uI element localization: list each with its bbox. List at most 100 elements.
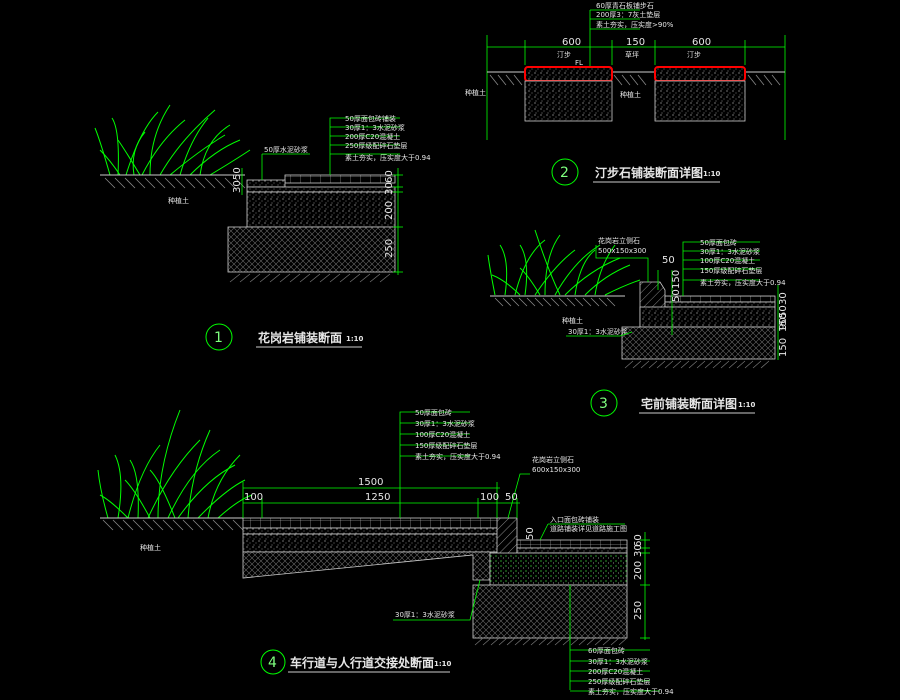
curb-note-4: 花岗岩立侧石 (532, 455, 574, 464)
dims-2 (486, 35, 786, 140)
layer-note-1-2: 200厚C20混凝土 (345, 132, 400, 141)
dim-3-2: 150 (671, 270, 682, 289)
road-concrete-4 (489, 552, 628, 586)
dim-1-4: 200 (384, 201, 395, 220)
label-2-0: 汀步 (557, 51, 571, 59)
edge-note-1: 50厚水泥砂浆 (264, 145, 308, 154)
dim-1-3: 60 (384, 170, 395, 183)
soil-label-3: 种植土 (562, 316, 583, 325)
mortar-note-3: 30厚1：3水泥砂浆 (568, 327, 628, 336)
curb-dim-4: 50 (525, 527, 536, 540)
layer-note-4-0: 50厚面包砖 (415, 408, 452, 417)
dim-1-0: 30 (232, 180, 243, 193)
layer-note-4-3: 150厚级配碎石垫层 (415, 441, 477, 450)
dim-3-1: 50 (671, 289, 682, 302)
detail-number-circle-2 (551, 158, 579, 186)
lime-soil-left (524, 80, 613, 122)
layer-note-4-2: 100厚C20混凝土 (415, 430, 470, 439)
road-mortar-4 (516, 547, 628, 554)
title-2: 汀步石铺装断面详图 (595, 165, 703, 180)
dim-3-7: 150 (778, 338, 789, 357)
subgrade-1 (229, 273, 391, 283)
layer-note-3-0: 50厚面包砖 (700, 238, 737, 247)
stepping-stone-right (654, 66, 746, 82)
label-2-3: 种植土 (465, 88, 486, 97)
gravel-4 (242, 551, 491, 581)
title-3: 宅前铺装断面详图 (641, 396, 737, 411)
layer-note-1-1: 30厚1：3水泥砂浆 (345, 123, 405, 132)
curb-leader-3 (595, 245, 649, 282)
dim-3-0: 50 (662, 255, 675, 266)
scale-3: 1:10 (738, 401, 756, 409)
layer-note-3-1: 30厚1：3水泥砂浆 (700, 247, 760, 256)
dims-3 (657, 270, 779, 360)
detail-number-3: 3 (599, 396, 608, 412)
soil-hatch-2 (489, 74, 781, 86)
paving-4 (242, 517, 499, 529)
bottom-note-4-3: 250厚级配碎石垫层 (588, 677, 650, 686)
road-paving-4 (516, 539, 628, 549)
detail-number-2: 2 (560, 165, 569, 181)
dim-4-3: 100 (480, 492, 499, 503)
subgrade-3 (624, 360, 770, 369)
mortar-4 (242, 527, 499, 535)
soil-label-4: 种植土 (140, 543, 161, 552)
detail-number-circle-4 (260, 649, 286, 675)
soil-hatch-3 (494, 297, 616, 307)
detail-number-4: 4 (268, 655, 277, 671)
dim-3-4: 50 (778, 305, 789, 318)
mortar-layer-1 (246, 186, 396, 193)
layer-note-3-4: 素土夯实，压实度大于0.94 (700, 278, 786, 287)
leader-2 (589, 9, 640, 75)
label-2-1: 汀步 (687, 51, 701, 59)
dims-1 (241, 168, 403, 275)
title-4: 车行道与人行道交接处断面 (290, 655, 434, 670)
dim-1-1: 50 (232, 167, 243, 180)
soil-hatch-4 (102, 519, 244, 531)
leader-4-bottom (569, 585, 660, 692)
gravel-layer-1 (227, 226, 396, 273)
soil-label-1: 种植土 (168, 196, 189, 205)
note-2-1: 200厚3：7灰土垫层 (596, 10, 660, 19)
detail-number-circle-3 (590, 389, 618, 417)
scale-4: 1:10 (434, 660, 452, 668)
scale-2: 1:10 (703, 170, 721, 178)
edge-leader-1 (261, 153, 310, 180)
mortar-leader-4 (393, 579, 481, 621)
grass-1 (94, 104, 251, 176)
bottom-note-4-4: 素土夯实，压实度大于0.94 (588, 687, 674, 696)
dim-3-3: 30 (778, 292, 789, 305)
layer-note-1-0: 50厚面包砖铺装 (345, 114, 396, 123)
curb-size-3: 500x150x300 (598, 247, 646, 255)
dim-2-1: 150 (626, 37, 645, 48)
concrete-layer-1 (246, 191, 396, 228)
lime-soil-right (654, 80, 746, 122)
dim-2-0: 600 (562, 37, 581, 48)
concrete-4 (242, 533, 499, 553)
detail-3: 花岗岩立侧石 500x150x300 50厚面包砖 30厚1：3水泥砂浆 100… (487, 229, 789, 417)
paving-layer-1 (284, 174, 396, 184)
dim-1-2: 30 (384, 182, 395, 195)
detail-1: 50厚面包砖铺装 30厚1：3水泥砂浆 200厚C20混凝土 250厚级配碎石垫… (94, 104, 431, 351)
dim-3-5: 150 (778, 313, 789, 332)
layer-note-3-2: 100厚C20混凝土 (700, 256, 755, 265)
edge-stone-1 (246, 179, 286, 188)
mortar-note-4: 30厚1：3水泥砂浆 (395, 610, 455, 619)
dim-4-2: 1250 (365, 492, 390, 503)
gravel-3 (621, 326, 776, 360)
bottom-note-4-1: 30厚1：3水泥砂浆 (588, 657, 648, 666)
scale-1: 1:10 (346, 335, 364, 343)
leader-4-top (399, 411, 470, 518)
label-2-4: 种植土 (620, 90, 641, 99)
concrete-3 (639, 306, 776, 328)
road-leader-4 (539, 523, 625, 541)
dim-4-1: 100 (244, 492, 263, 503)
detail-number-circle-1 (205, 323, 233, 351)
dim-4-0: 1500 (358, 477, 383, 488)
road-gravel-4 (472, 584, 628, 639)
detail-2: 60厚青石板铺步石 200厚3：7灰土垫层 素土夯实，压实度>90% 600 1… (465, 1, 786, 186)
layer-note-4-4: 素土夯实，压实度大于0.94 (415, 452, 501, 461)
leader-line-1 (329, 117, 400, 175)
stepping-stone-left (524, 66, 613, 82)
